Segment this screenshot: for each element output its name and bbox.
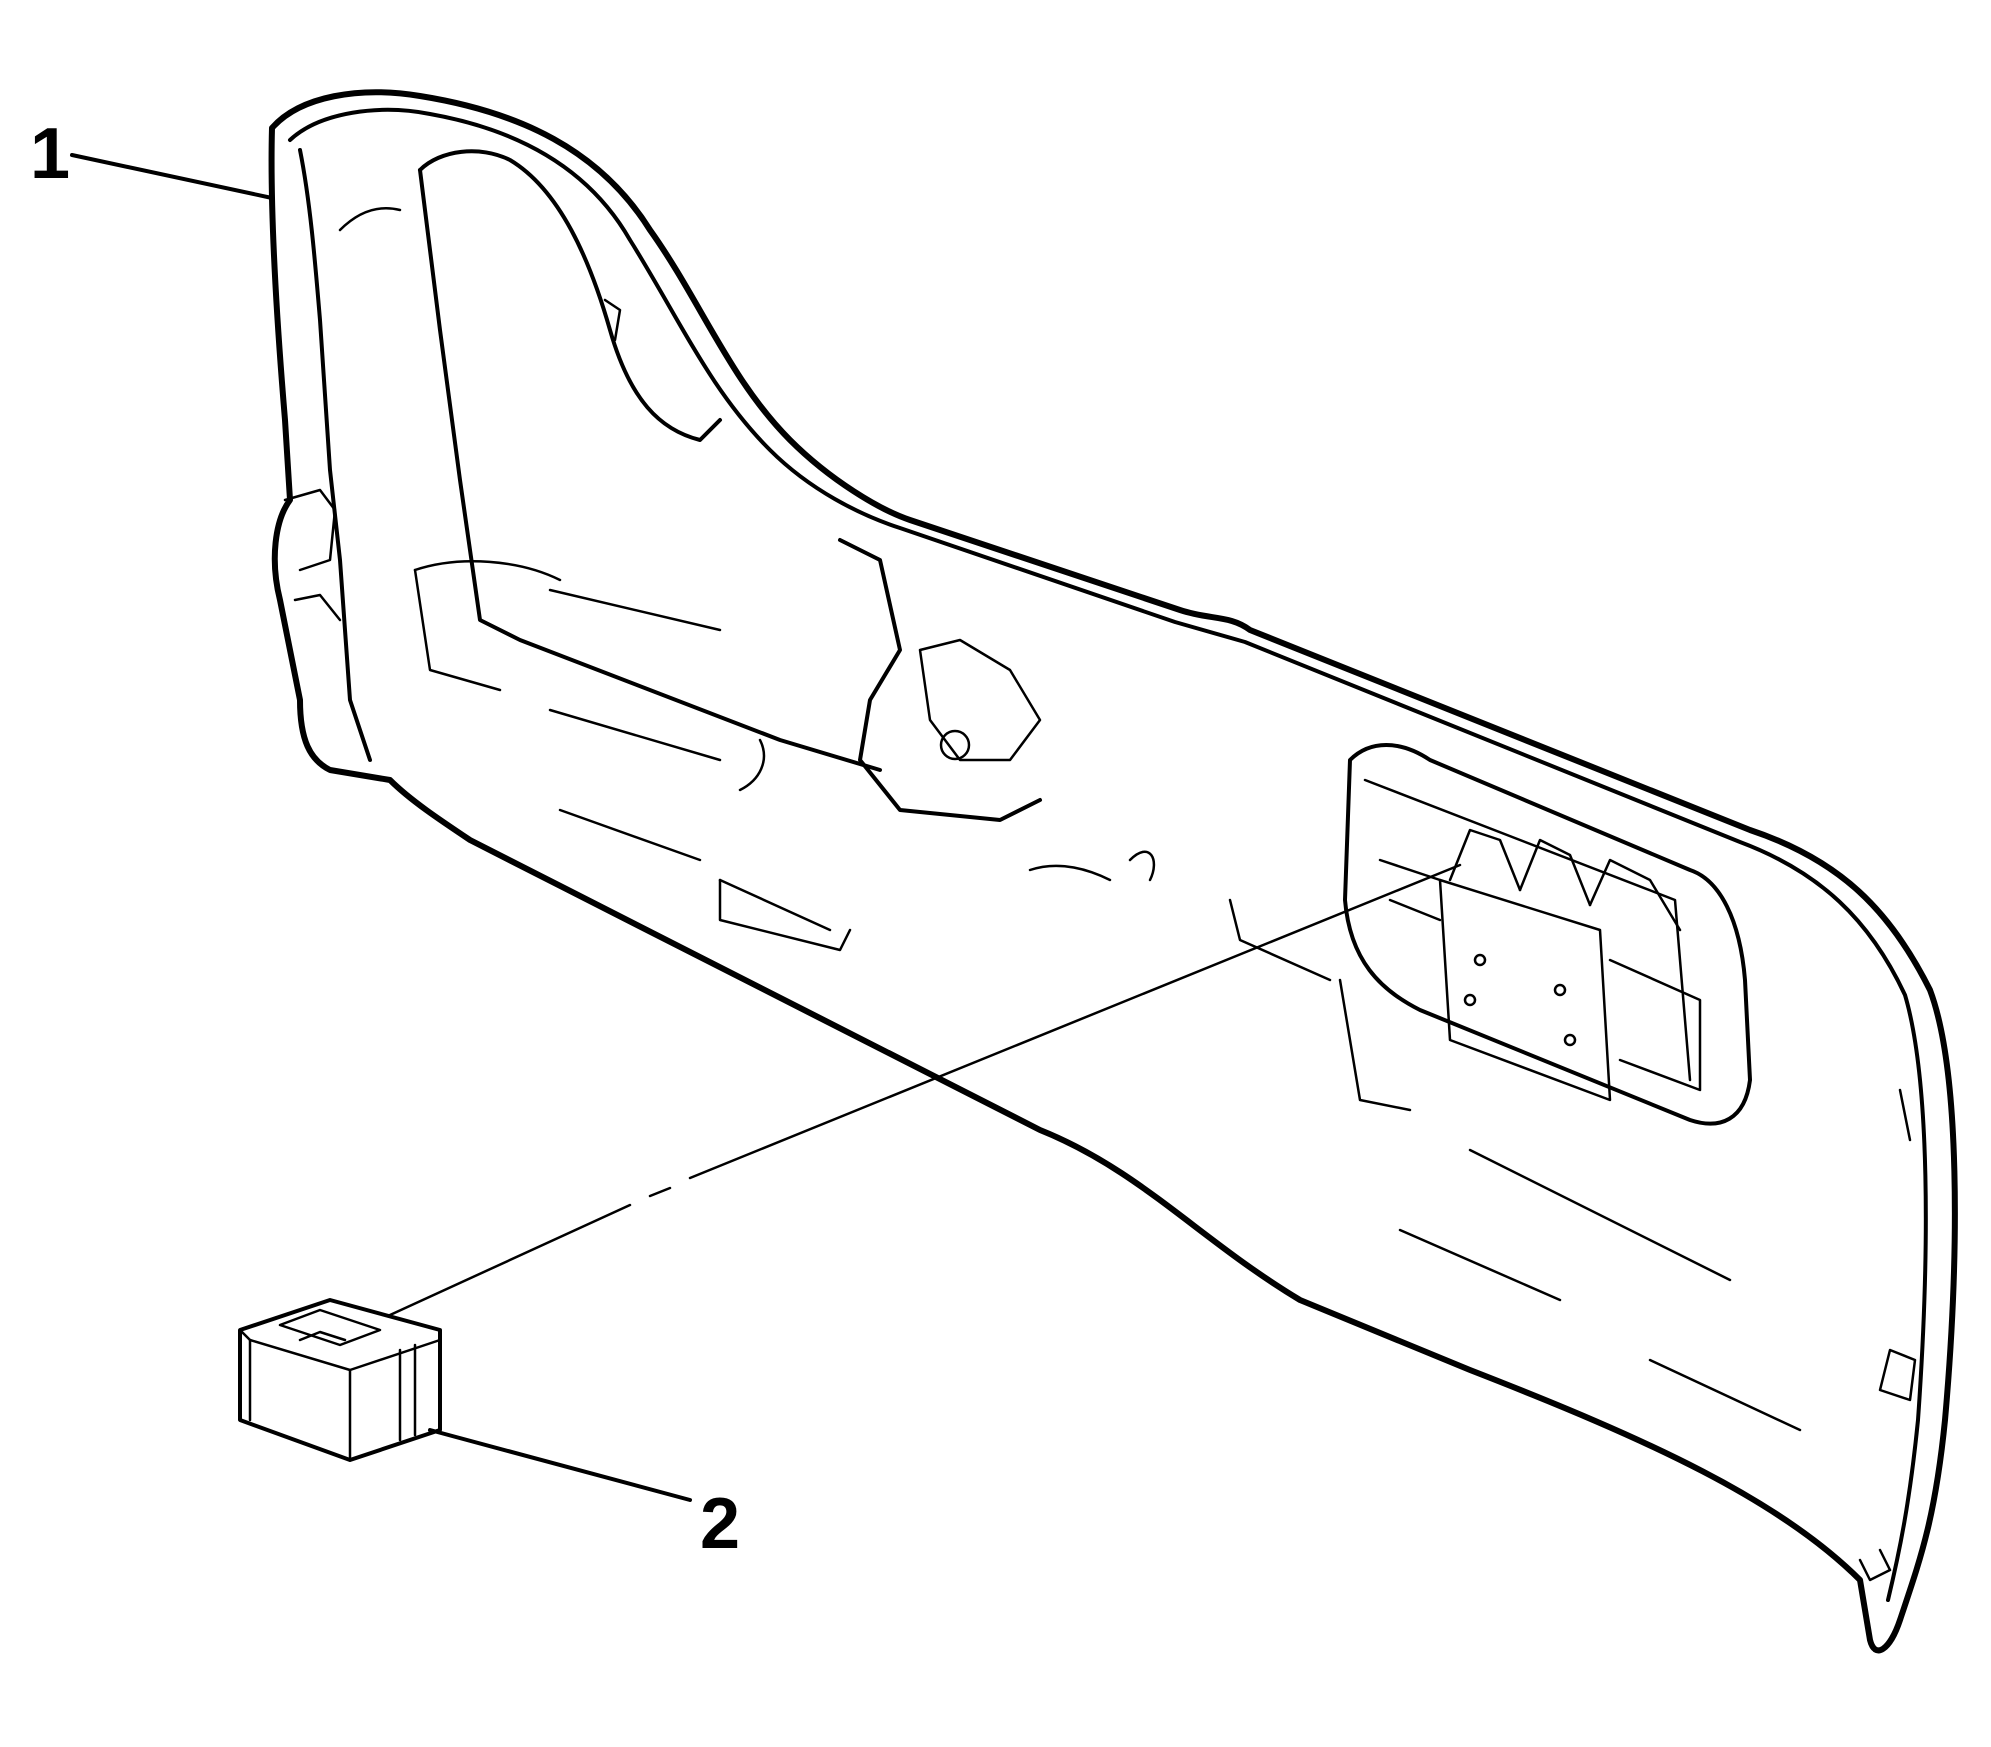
callout-1-label: 1 (30, 114, 70, 194)
power-seat-switch (238, 1298, 442, 1462)
callout-2-label: 2 (700, 1484, 740, 1564)
callout-1-leader (70, 153, 274, 200)
seat-side-panel (268, 89, 1958, 1654)
installation-path-line (388, 863, 1462, 1317)
callout-2-leader (428, 1428, 692, 1502)
